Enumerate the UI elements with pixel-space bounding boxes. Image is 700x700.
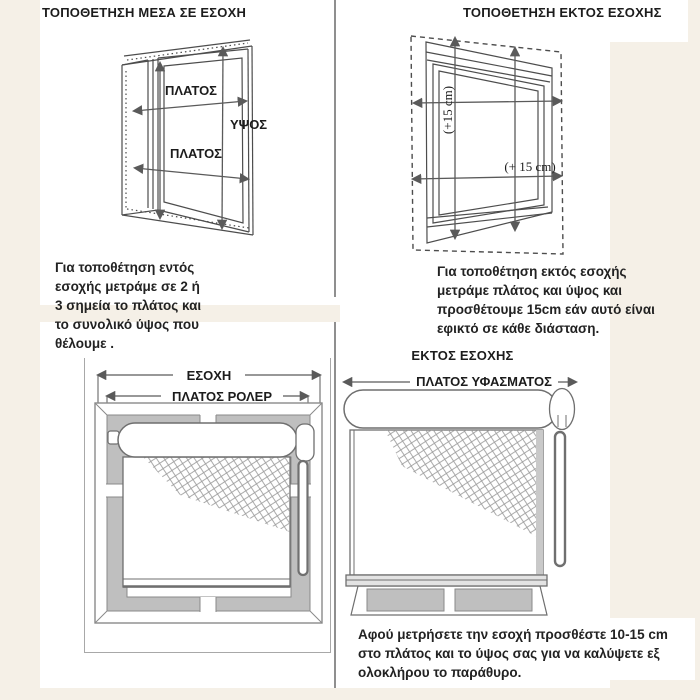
title-outside-recess: ΤΟΠΟΘΕΤΗΣΗ ΕΚΤΟΣ ΕΣΟΧΗΣ [463,5,662,20]
label-fabric-width: ΠΛΑΤΟΣ ΥΦΑΣΜΑΤΟΣ [416,374,552,389]
label-width-plus15: (+ 15 cm) [504,159,555,174]
mount-bracket-left [107,430,120,445]
pull-chain [553,430,567,568]
diagram-roller-inside-recess: ΕΣΟΧΗ ΠΛΑΤΟΣ ΡΟΛΕΡ [94,368,323,624]
measure-arrows [131,45,251,231]
description-bottom: Αφού μετρήσετε την εσοχή προσθέστε 10-15… [358,627,668,680]
label-height: ΥΨΟΣ [230,117,267,132]
measure-arrows [410,35,564,241]
window-frame [425,41,553,244]
window-sill [350,585,548,616]
label-height-plus15: (+15 cm) [440,86,455,134]
recess-width-arrow [95,369,323,403]
control-cap-right [548,387,576,431]
title-outside-recess-figure: ΕΚΤΟΣ ΕΣΟΧΗΣ [411,348,514,363]
roller-tube [343,389,558,429]
roller-blind [343,387,576,587]
control-bracket-right [295,423,315,462]
diagram-roller-outside-recess: ΠΛΑΤΟΣ ΥΦΑΣΜΑΤΟΣ [341,374,579,616]
title-inside-recess: ΤΟΠΟΘΕΤΗΣΗ ΜΕΣΑ ΣΕ ΕΣΟΧΗ [42,5,247,20]
column-divider-top [334,0,336,297]
title-overflow-panel [610,0,688,42]
figure-border-inside [84,358,331,653]
label-recess: ΕΣΟΧΗ [187,368,232,383]
label-roller-width: ΠΛΑΤΟΣ ΡΟΛΕΡ [172,389,272,404]
diagram-window-inside-recess: ΠΛΑΤΟΣ ΠΛΑΤΟΣ ΥΨΟΣ [121,39,267,236]
blind-size-dashed-outline [410,35,564,255]
window-recess-perspective [121,39,254,236]
diagram-window-outside-recess: (+15 cm) (+ 15 cm) [410,35,564,255]
fabric-side-channel [536,430,543,575]
scan-band [40,305,340,322]
column-divider-bottom [334,322,336,688]
description-outside-recess: Για τοποθέτηση εκτός εσοχής μετράμε πλάτ… [437,264,655,336]
label-width-bottom: ΠΛΑΤΟΣ [170,146,222,161]
pull-chain [297,459,309,577]
label-width-top: ΠΛΑΤΟΣ [165,83,217,98]
roller-blind [107,422,315,588]
description-inside-recess: Για τοποθέτηση εντός εσοχής μετράμε σε 2… [55,260,202,351]
footer-overflow-panel [610,618,695,680]
roller-tube [117,422,298,458]
